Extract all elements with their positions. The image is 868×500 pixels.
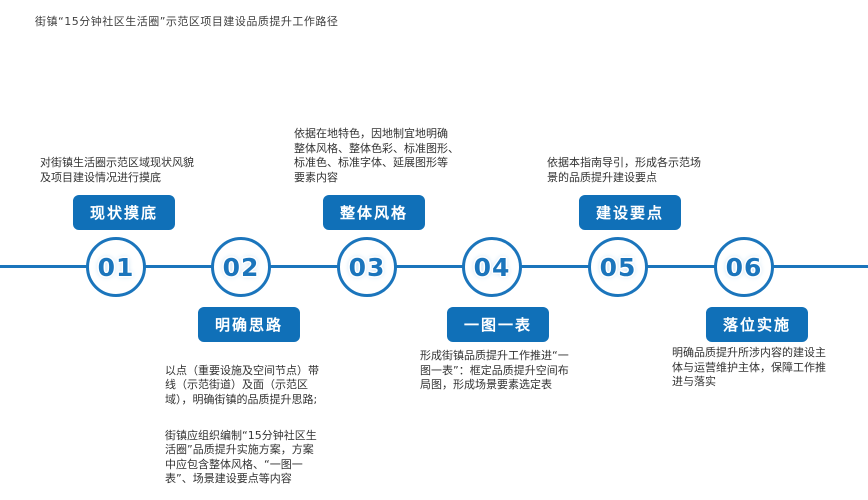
step-number-06: 06	[725, 252, 763, 282]
step-label-05: 建设要点	[578, 195, 682, 230]
step-number-05: 05	[599, 252, 637, 282]
step-label-01: 现状摸底	[72, 195, 176, 230]
step-label-06: 落位实施	[705, 307, 809, 342]
step-description-02-paragraph-1: 以点（重要设施及空间节点）带 线（示范街道）及面（示范区 域），明确街镇的品质提…	[165, 363, 319, 406]
step-description-04: 形成街镇品质提升工作推进“一 图一表”：框定品质提升空间布 局图，形成场景要素选…	[420, 349, 569, 391]
step-circle-06: 06	[714, 237, 774, 297]
step-description-01: 对街镇生活圈示范区域现状风貌 及项目建设情况进行摸底	[40, 156, 194, 184]
step-circle-02: 02	[211, 237, 271, 297]
step-description-02: 以点（重要设施及空间节点）带 线（示范街道）及面（示范区 域），明确街镇的品质提…	[165, 349, 395, 500]
page-title: 街镇“15分钟社区生活圈”示范区项目建设品质提升工作路径	[35, 15, 339, 28]
step-number-01: 01	[97, 252, 135, 282]
step-description-06: 明确品质提升所涉内容的建设主 体与运营维护主体，保障工作推 进与落实	[672, 346, 826, 388]
step-number-03: 03	[348, 252, 386, 282]
step-label-02: 明确思路	[197, 307, 301, 342]
step-label-03: 整体风格	[322, 195, 426, 230]
step-description-05: 依据本指南导引，形成各示范场 景的品质提升建设要点	[547, 156, 701, 184]
step-number-04: 04	[473, 252, 511, 282]
step-description-03: 依据在地特色，因地制宜地明确 整体风格、整体色彩、标准图形、 标准色、标准字体、…	[294, 127, 459, 184]
step-circle-04: 04	[462, 237, 522, 297]
step-number-02: 02	[222, 252, 260, 282]
step-description-02-paragraph-2: 街镇应组织编制“15分钟社区生 活圈”品质提升实施方案，方案 中应包含整体风格、…	[165, 428, 317, 486]
step-circle-05: 05	[588, 237, 648, 297]
timeline-line	[0, 265, 868, 268]
step-circle-01: 01	[86, 237, 146, 297]
step-circle-03: 03	[337, 237, 397, 297]
step-label-04: 一图一表	[446, 307, 550, 342]
